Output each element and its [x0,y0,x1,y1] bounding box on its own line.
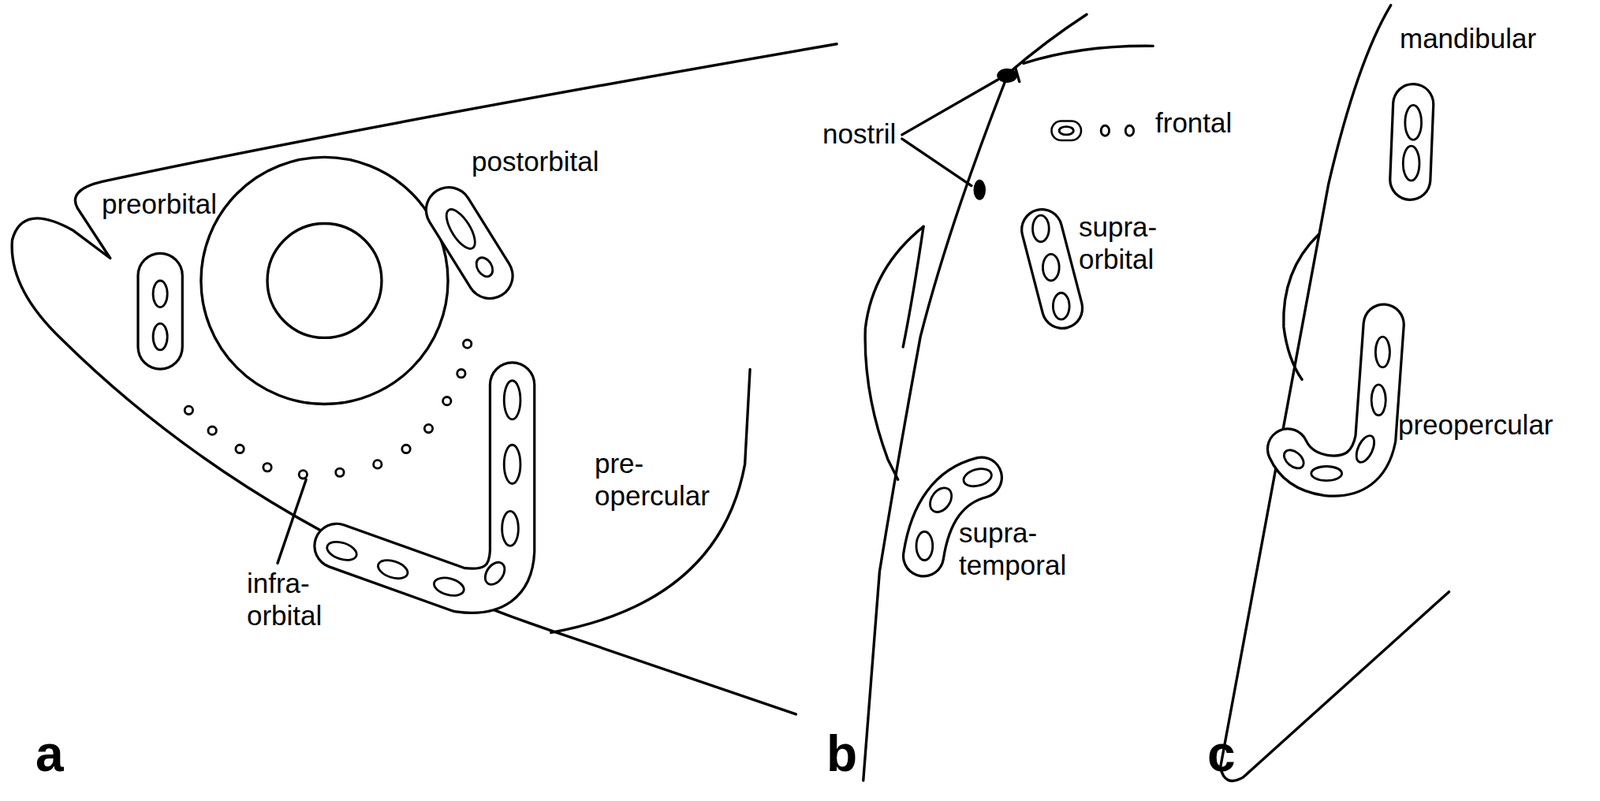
eye-bulge [865,226,924,480]
part-label: postorbital [471,145,599,178]
eye-pupil [267,223,382,338]
nostril-mark [996,68,1018,83]
leader-line [277,479,306,564]
preopercular-canal [1280,324,1390,482]
supraorbital-canal [1033,215,1071,320]
nostril-mark [1015,67,1020,83]
panel-letter: b [826,726,858,782]
head-outline [1220,5,1450,782]
eye-bulge [902,226,924,347]
part-label: preorbital [101,187,217,221]
snout-line [1023,45,1153,64]
eye-outer [201,156,448,404]
panel-letter: c [1207,726,1236,782]
gill-bulge [1283,234,1319,381]
postorbital-canal [440,205,498,281]
operculum-edge [551,369,750,634]
head-outline [863,73,1009,781]
part-label: supra- orbital [1078,210,1157,276]
part-label: supra- temporal [958,516,1067,582]
panel-letter: a [35,726,64,782]
mandibular-canal [1402,104,1421,181]
part-label: frontal [1155,106,1232,139]
part-label: pre- opercular [594,447,710,512]
preopercular-canal [324,380,521,599]
leader-line [902,79,999,135]
frontal-canal [1059,125,1134,136]
part-label: nostril [822,117,896,150]
part-label: mandibular [1399,22,1537,55]
head-outline [11,44,837,715]
preorbital-canal [152,275,168,350]
infraorbital-pores [184,339,472,479]
nostril-mark [973,179,986,201]
snout-line [1007,14,1087,74]
leader-line [902,138,972,187]
part-label: infra- orbital [246,566,322,632]
part-label: preopercular [1398,408,1554,441]
